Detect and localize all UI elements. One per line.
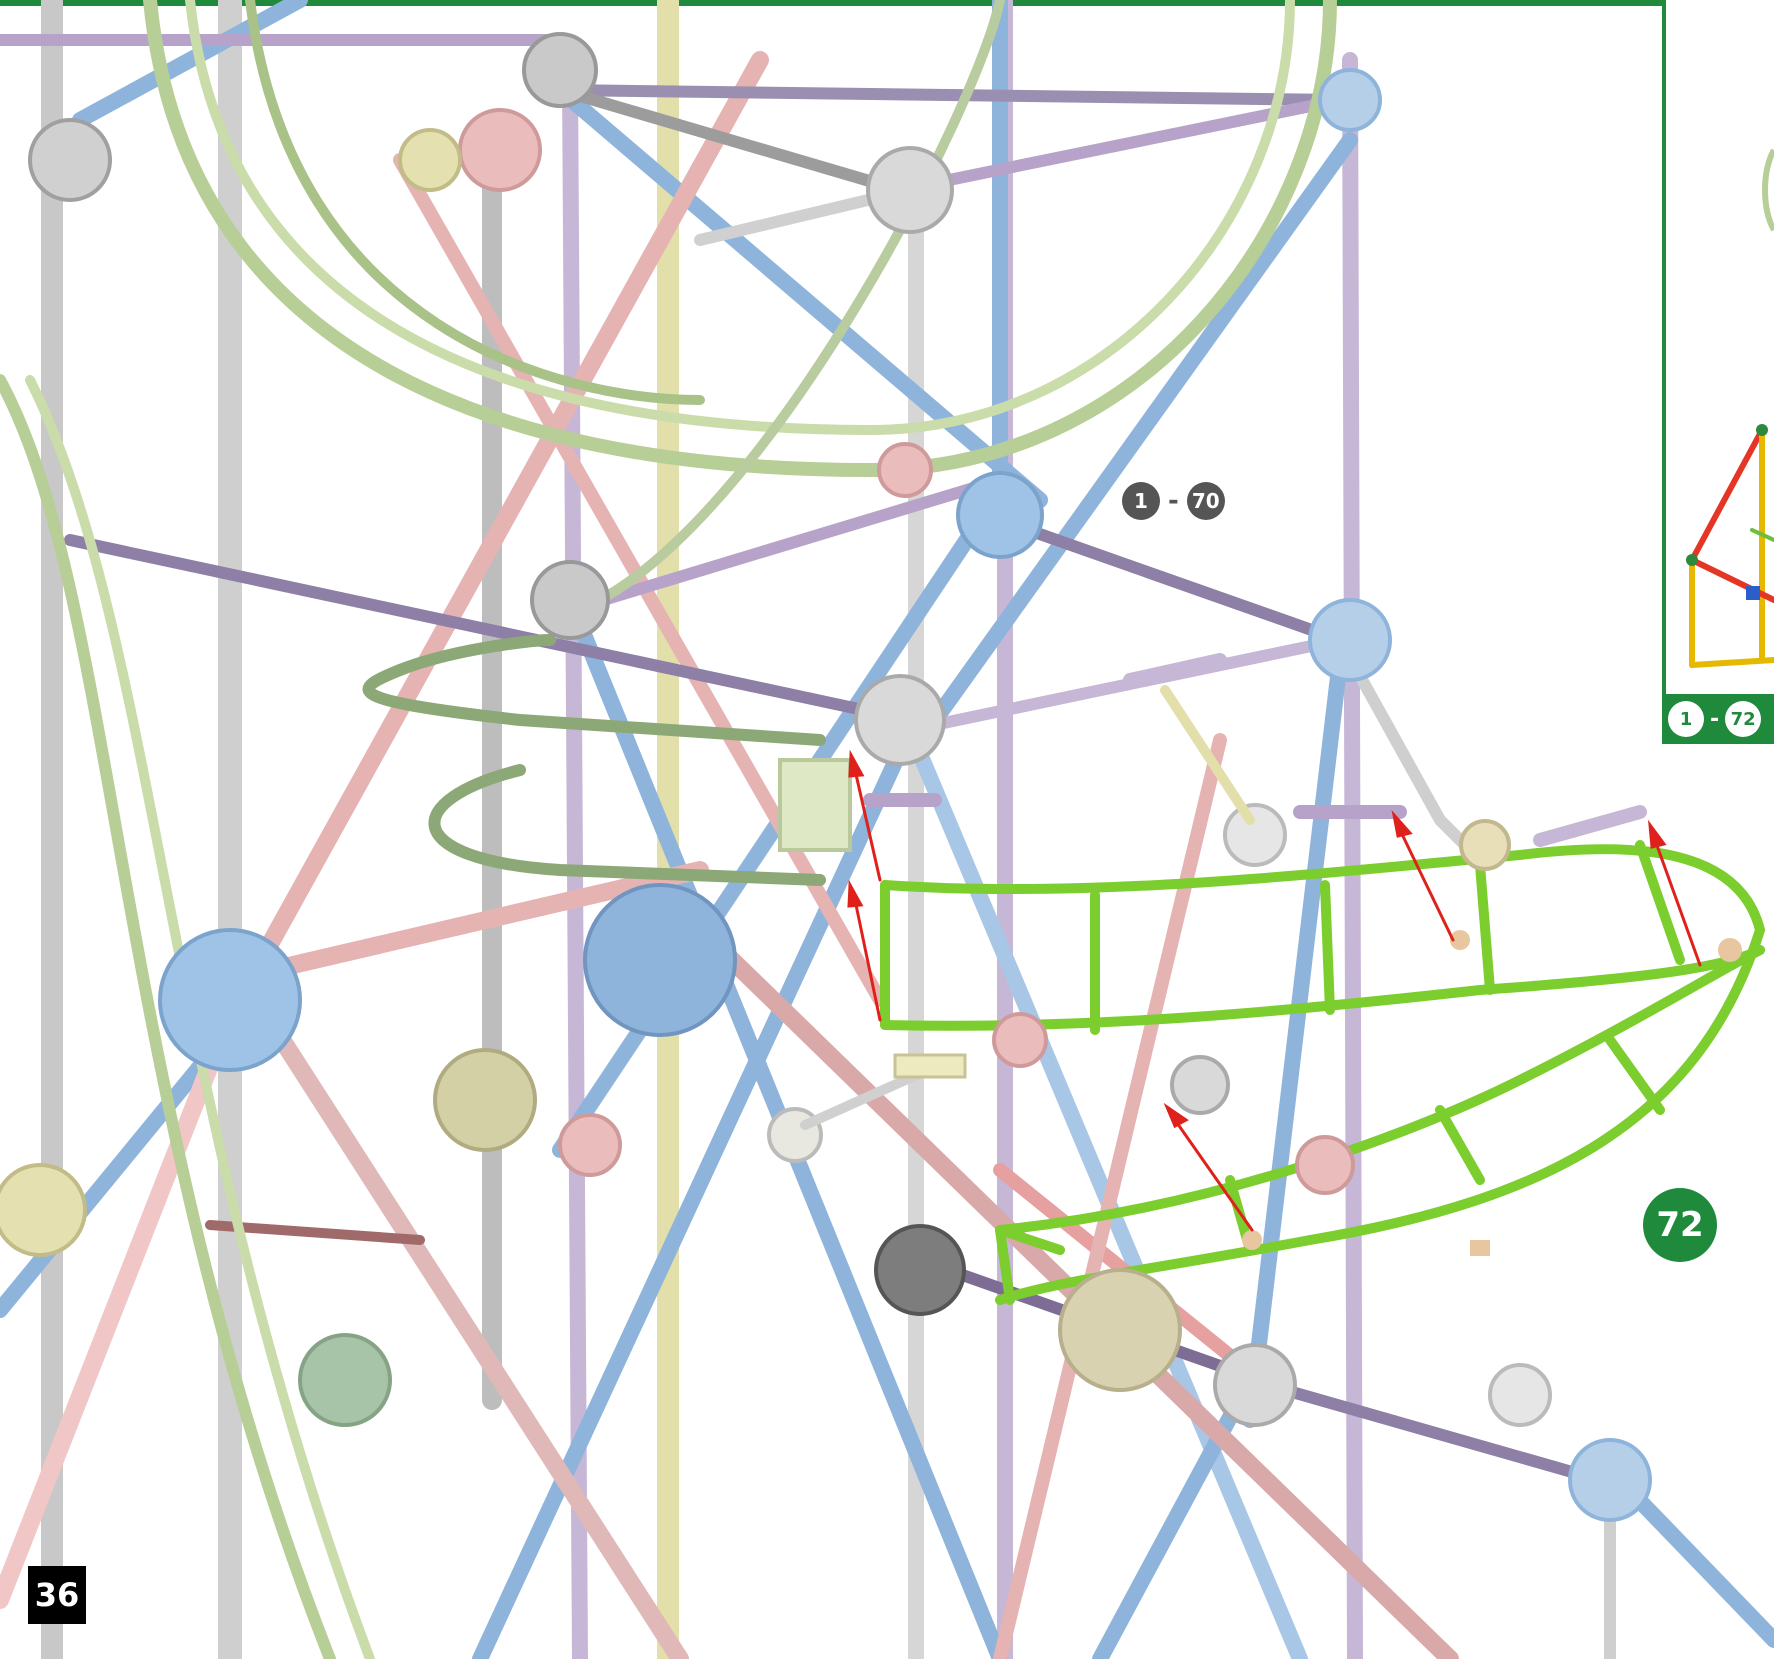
pink-rod [241,981,689,1659]
pink-hub [558,1113,622,1177]
inset-range-end: 72 [1725,701,1762,737]
blue-hub [1568,1438,1652,1522]
pink-hub [1295,1135,1355,1195]
end-cap [1450,930,1470,950]
purple-rod [1533,805,1647,847]
connector-hubs [0,32,1652,1522]
blue-hub [956,471,1044,559]
inset-frame [1662,0,1774,744]
new-track-piece [880,840,1766,1305]
connector-clip [893,1053,967,1079]
tan-hub [1058,1268,1182,1392]
purple-rod [904,634,1346,736]
track-arc [143,0,1337,478]
range-separator: - [1168,486,1179,516]
purple-rod [554,84,1346,106]
blue-rod [0,1022,238,1318]
pink-rod [241,51,769,989]
grey-hub [854,674,946,766]
previous-steps-range: 1 - 70 [1122,482,1225,520]
grey-hub [28,118,112,202]
grey-hub [1223,803,1287,867]
pink-rod [651,881,1459,1659]
blue-hub [1308,598,1392,682]
top-border [0,0,1666,6]
track-curve [428,764,826,886]
pink-hub [992,1012,1048,1068]
grey-hub [522,32,598,108]
tan-hub [0,1163,87,1257]
assembly-arrows [847,749,1702,1232]
track-connector [778,758,852,852]
blue-rod [1092,1372,1258,1659]
pink-hub [458,108,542,192]
purple-rod [1123,653,1227,687]
page-number: 36 [28,1566,86,1624]
blue-rod [72,0,308,128]
grey-hub [530,560,610,640]
track-arc [595,0,1005,605]
grey-rod [554,84,906,196]
inset-range-separator: - [1710,706,1720,732]
range-end: 70 [1186,482,1225,520]
purple-rod [1244,1374,1606,1486]
track-curve [362,634,826,746]
pink-rod [241,861,709,984]
step-number: 72 [1643,1188,1717,1262]
dark-rod [205,1220,425,1245]
track-arc [25,375,375,1659]
inset-preview: 1 - 72 [1662,0,1774,744]
grey-hub [866,146,954,234]
tan-hub [433,1048,537,1152]
grey-hub [1488,1363,1552,1427]
tan-hub [1459,819,1511,871]
purple-rod [564,474,1006,616]
end-cap [1470,1240,1490,1256]
dark-hub [874,1224,966,1316]
track-arc [245,0,705,405]
purple-rod [994,514,1346,646]
end-cap [1242,1230,1262,1250]
blue-rod [1242,652,1348,1428]
blue-hub [1318,68,1382,132]
tan-hub [398,128,462,192]
grey-hub [1170,1055,1230,1115]
pink-hub [877,442,933,498]
range-start: 1 [1122,482,1160,520]
grey-hub [1213,1343,1297,1427]
green-hub [298,1333,392,1427]
track-arc [0,374,336,1659]
pink-rod [0,1031,229,1609]
pink-rod [993,733,1227,1659]
inset-range-start: 1 [1668,701,1704,737]
blue-rod [927,132,1358,728]
pink-rod [393,153,887,1007]
purple-rod [1342,52,1363,1659]
inset-model-thumbnail [1686,148,1774,668]
inset-range-label: 1 - 72 [1662,694,1774,744]
yellow-rod [1160,685,1255,825]
blue-hub [158,928,302,1072]
blue-rod [472,722,918,1659]
track-arc [185,0,1295,436]
blue-rod [552,512,988,1158]
end-cap [1718,938,1742,962]
purple-rod [894,94,1346,196]
purple-rod [64,534,916,726]
blue-rod [552,82,1048,508]
blue-hub [583,883,737,1037]
